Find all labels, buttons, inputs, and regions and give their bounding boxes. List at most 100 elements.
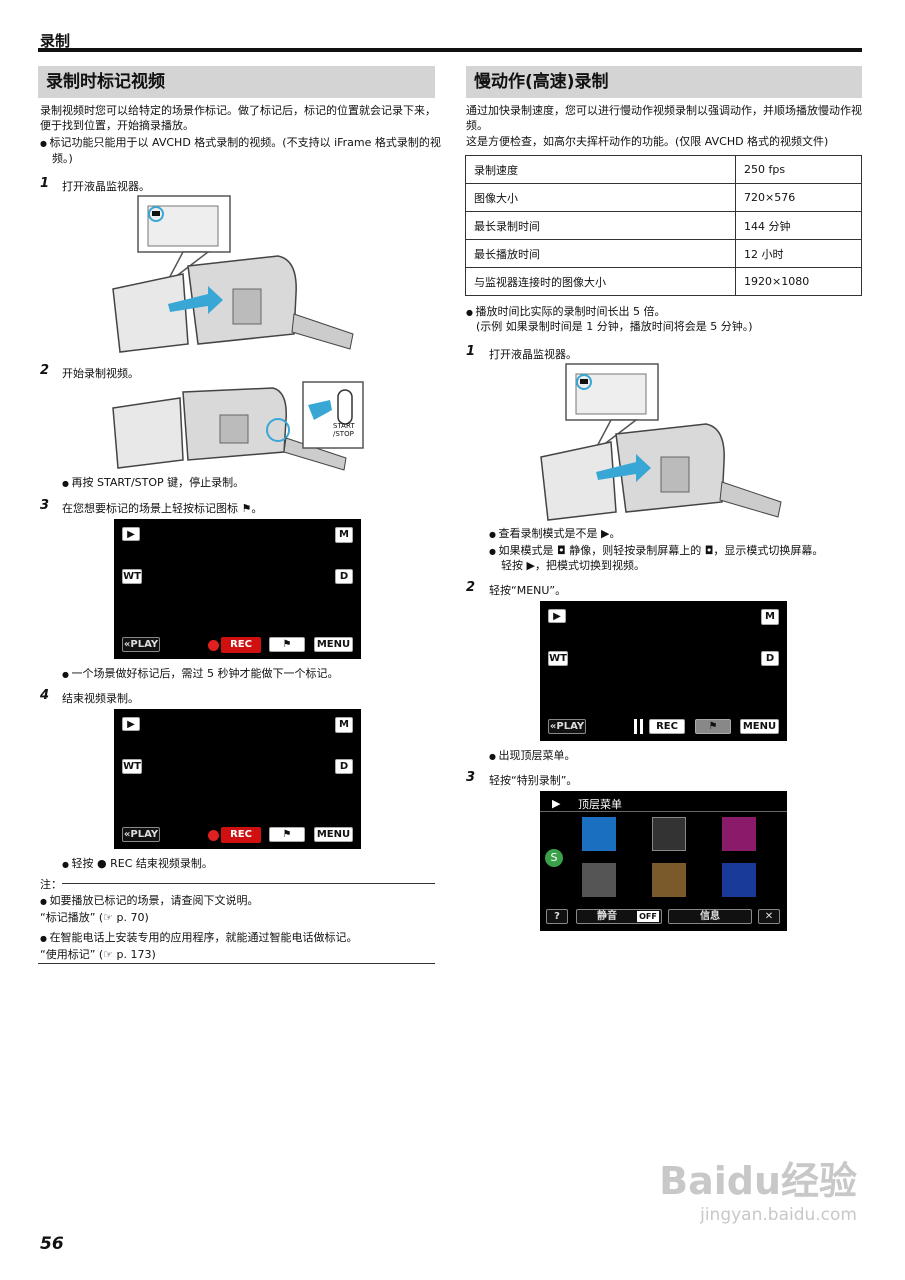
left-section-title: 录制时标记视频	[38, 66, 435, 98]
display-button[interactable]: D	[335, 759, 353, 774]
video-mode-icon[interactable]: ▶	[122, 527, 140, 541]
step4-bullet: 轻按 ● REC 结束视频录制。	[62, 856, 444, 872]
camera-open-lcd-illustration	[112, 195, 354, 353]
display-button[interactable]: D	[761, 651, 779, 666]
step-number: 1	[40, 176, 50, 191]
note-end-rule	[38, 963, 435, 964]
watermark-brand: Baidu经验	[659, 1159, 857, 1203]
top-menu-screen: ▶ 顶层菜单 S ? 静音 OFF 信息 ✕	[540, 791, 787, 931]
play-button[interactable]: «PLAY	[122, 637, 160, 652]
step-number: 4	[40, 688, 50, 703]
record-dot-icon	[208, 830, 219, 841]
record-dot-icon	[208, 640, 219, 651]
play-button[interactable]: «PLAY	[548, 719, 586, 734]
table-cell: 720×576	[735, 183, 862, 212]
note-rule	[62, 883, 435, 884]
left-intro: 录制视频时您可以给特定的场景作标记。做了标记后，标记的位置就会记录下来，便于找到…	[40, 104, 436, 132]
scroll-indicator-icon[interactable]: S	[545, 849, 563, 867]
menu-button[interactable]: MENU	[314, 637, 353, 652]
manual-button[interactable]: M	[335, 717, 353, 733]
step-number: 2	[466, 580, 476, 595]
rec-button[interactable]: REC	[221, 827, 261, 843]
special-recording-icon[interactable]	[652, 817, 686, 851]
note-reference-link[interactable]: “标记播放” (☞ p. 70)	[40, 911, 149, 924]
note-reference-link[interactable]: “使用标记” (☞ p. 173)	[40, 948, 156, 961]
manual-button[interactable]: M	[335, 527, 353, 543]
right-step2-bullet: 出现顶层菜单。	[489, 748, 874, 764]
close-icon[interactable]: ✕	[758, 909, 780, 924]
right-bullet: 播放时间比实际的录制时间长出 5 倍。	[466, 304, 874, 320]
help-button[interactable]: ?	[546, 909, 568, 924]
mute-label: 静音	[597, 911, 617, 922]
wifi-icon[interactable]	[582, 817, 616, 851]
table-row: 与监视器连接时的图像大小 1920×1080	[465, 267, 862, 296]
table-cell: 最长播放时间	[465, 239, 736, 268]
rec-button[interactable]: REC	[649, 719, 685, 734]
table-cell: 与监视器连接时的图像大小	[465, 267, 736, 296]
right-bullet-example: (示例 如果录制时间是 1 分钟，播放时间将会是 5 分钟。)	[476, 320, 753, 333]
pause-icon	[634, 719, 637, 734]
manual-button[interactable]: M	[761, 609, 779, 625]
header-rule	[38, 48, 862, 52]
left-bullet-avchd: 标记功能只能用于以 AVCHD 格式录制的视频。(不支持以 iFrame 格式录…	[40, 135, 448, 166]
right-step1-bullet: 查看录制模式是不是 ▶。	[489, 526, 874, 542]
video-mode-icon[interactable]: ▶	[122, 717, 140, 731]
step-number: 1	[466, 344, 476, 359]
watermark-url: jingyan.baidu.com	[700, 1205, 857, 1225]
table-cell: 250 fps	[735, 155, 862, 184]
step-number: 3	[40, 498, 50, 513]
step2-bullet: 再按 START/STOP 键，停止录制。	[62, 475, 434, 491]
right-intro: 通过加快录制速度，您可以进行慢动作视频录制以强调动作，并顺场播放慢动作视频。	[466, 104, 862, 132]
lcd-slow-motion-screen: ▶ M WT D «PLAY REC ⚑ MENU	[540, 601, 787, 741]
camera-open-lcd-illustration	[540, 363, 782, 521]
mute-off-badge: OFF	[637, 911, 659, 922]
spec-table: 录制速度 250 fps 图像大小 720×576 最长录制时间 144 分钟 …	[465, 155, 862, 296]
rec-button[interactable]: REC	[221, 637, 261, 653]
display-button[interactable]: D	[335, 569, 353, 584]
table-cell: 12 小时	[735, 239, 862, 268]
table-cell: 144 分钟	[735, 211, 862, 240]
table-cell: 图像大小	[465, 183, 736, 212]
effect-icon[interactable]	[722, 817, 756, 851]
video-mode-icon: ▶	[552, 797, 561, 810]
page-number: 56	[40, 1234, 64, 1254]
info-button[interactable]: 信息	[668, 909, 752, 924]
zoom-wt-button[interactable]: WT	[122, 569, 142, 584]
table-cell: 1920×1080	[735, 267, 862, 296]
menu-button[interactable]: MENU	[740, 719, 779, 734]
note-title: 注：	[40, 878, 62, 891]
settings-gear-icon[interactable]	[582, 863, 616, 897]
note-bullet: 在智能电话上安装专用的应用程序，就能通过智能电话做标记。	[40, 930, 448, 946]
step-number: 2	[40, 363, 50, 378]
table-row: 最长播放时间 12 小时	[465, 239, 862, 268]
table-row: 图像大小 720×576	[465, 183, 862, 212]
flag-button[interactable]: ⚑	[269, 827, 305, 842]
pause-icon	[640, 719, 643, 734]
watermark: Baidu经验 jingyan.baidu.com	[659, 1150, 857, 1225]
step-text: 打开液晶监视器。	[62, 180, 150, 193]
right-intro-2: 这是方便检查，如高尔夫挥杆动作的功能。(仅限 AVCHD 格式的视频文件)	[466, 135, 829, 148]
step-number: 3	[466, 770, 476, 785]
connection-icon[interactable]	[652, 863, 686, 897]
step-text: 打开液晶监视器。	[489, 348, 577, 361]
video-mode-icon[interactable]: ▶	[548, 609, 566, 623]
step-text: 轻按“特别录制”。	[489, 774, 578, 787]
menu-button[interactable]: MENU	[314, 827, 353, 842]
lcd-recording-screen: ▶ M WT D «PLAY REC ⚑ MENU	[114, 519, 361, 659]
menu-divider	[540, 811, 787, 812]
zoom-wt-button[interactable]: WT	[122, 759, 142, 774]
note-bullet: 如要播放已标记的场景，请查阅下文说明。	[40, 893, 448, 909]
right-step1-bullet: 如果模式是 ◘ 静像，则轻按录制屏幕上的 ◘，显示模式切换屏幕。	[489, 543, 874, 559]
top-menu-title: 顶层菜单	[578, 798, 622, 811]
camera-start-recording-illustration	[112, 381, 364, 471]
zoom-wt-button[interactable]: WT	[548, 651, 568, 666]
step3-bullet: 一个场景做好标记后，需过 5 秒钟才能做下一个标记。	[62, 666, 444, 682]
play-button[interactable]: «PLAY	[122, 827, 160, 842]
step-text: 轻按“MENU”。	[489, 584, 567, 597]
flag-button[interactable]: ⚑	[269, 637, 305, 652]
step-text: 在您想要标记的场景上轻按标记图标 ⚑。	[62, 502, 263, 515]
page-header-title: 录制	[40, 32, 71, 50]
media-settings-icon[interactable]	[722, 863, 756, 897]
table-cell: 最长录制时间	[465, 211, 736, 240]
flag-button-disabled: ⚑	[695, 719, 731, 734]
